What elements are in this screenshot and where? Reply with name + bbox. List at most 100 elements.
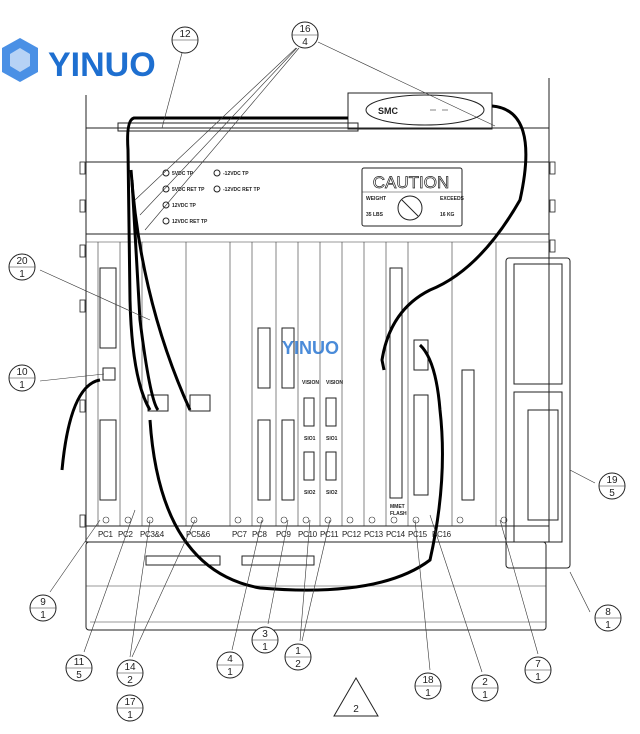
test-point-label: -12VDC TP — [223, 171, 249, 177]
balloon-quantity: 1 — [19, 380, 25, 391]
sio2-label: SIO2 — [326, 490, 338, 496]
balloon-item-number: 2 — [482, 677, 488, 688]
balloon-quantity: 1 — [425, 688, 431, 699]
item-balloon: 91 — [29, 594, 57, 622]
slot-label: PC14 — [386, 530, 406, 539]
item-balloon: 81 — [594, 604, 622, 632]
card-screw — [324, 516, 332, 524]
vision-label: VISION — [302, 380, 319, 386]
item-balloon: 101 — [8, 364, 36, 392]
test-points: 5VDC TP 5VDC RET TP 12VDC TP 12VDC RET T… — [162, 169, 261, 225]
balloon-quantity: 1 — [227, 667, 233, 678]
balloon-item-number: 11 — [74, 657, 85, 668]
item-balloon: 195 — [598, 472, 626, 500]
card-screw — [280, 516, 288, 524]
card-screw — [146, 516, 154, 524]
smc-brand-text: SMC — [378, 106, 399, 116]
balloon-quantity: 1 — [535, 672, 541, 683]
revision-number: 2 — [353, 704, 359, 715]
slot-label: PC12 — [342, 530, 362, 539]
test-point-label: 5VDC TP — [172, 171, 194, 177]
balloon-item-number: 9 — [40, 597, 46, 608]
balloon-quantity: 4 — [302, 37, 308, 48]
slot-label: PC10 — [298, 530, 318, 539]
card-cage — [86, 241, 549, 526]
caution-lbs: 35 LBS — [366, 212, 384, 218]
card-screw — [124, 516, 132, 524]
balloon-quantity: 1 — [482, 690, 488, 701]
slot-label: PC7 — [232, 530, 248, 539]
balloon-quantity: 1 — [40, 610, 46, 621]
yinuo-logo: YINUO — [2, 38, 156, 84]
balloon-item-number: 10 — [16, 367, 28, 378]
balloon-item-number: 7 — [535, 659, 541, 670]
item-balloon: 21 — [471, 674, 499, 702]
card-screw — [456, 516, 464, 524]
slot-label: PC5&6 — [186, 530, 211, 539]
balloon-quantity: 5 — [76, 670, 82, 681]
slot-label: PC3&4 — [140, 530, 165, 539]
caution-label: CAUTION WEIGHT EXCEEDS 35 LBS 16 KG — [361, 167, 465, 227]
smc-controller-label: SMC — [347, 92, 493, 130]
item-balloon: 171 — [116, 694, 144, 722]
balloon-item-number: 8 — [605, 607, 611, 618]
card-screw — [368, 516, 376, 524]
test-point-label: 12VDC TP — [172, 203, 197, 209]
card-screw — [190, 516, 198, 524]
balloon-quantity: 2 — [295, 659, 301, 670]
test-point-label: 12VDC RET TP — [172, 219, 208, 225]
item-balloon: 41 — [216, 651, 244, 679]
caution-exceeds: EXCEEDS — [440, 196, 465, 202]
test-point-label: -12VDC RET TP — [223, 187, 261, 193]
balloon-item-number: 1 — [295, 646, 301, 657]
card-screw — [302, 516, 310, 524]
sio2-label: SIO2 — [304, 490, 316, 496]
card-screw — [346, 516, 354, 524]
item-balloon: 12 — [171, 26, 199, 54]
sio1-label: SIO1 — [326, 436, 338, 442]
watermark-text: YINUO — [282, 338, 339, 358]
item-balloon: 31 — [251, 626, 279, 654]
mmet-label: MMET — [390, 504, 405, 510]
card-screw — [500, 516, 508, 524]
balloon-item-number: 18 — [422, 675, 434, 686]
balloon-quantity: 5 — [609, 488, 615, 499]
balloon-item-number: 4 — [227, 654, 233, 665]
balloon-quantity: 1 — [127, 710, 133, 721]
item-balloon: 164 — [291, 21, 319, 49]
card-screw — [390, 516, 398, 524]
flash-label: FLASH — [390, 511, 407, 517]
slot-label: PC9 — [276, 530, 292, 539]
balloon-item-number: 3 — [262, 629, 268, 640]
card-screw — [102, 516, 110, 524]
balloon-item-number: 16 — [299, 24, 311, 35]
slot-label: PC15 — [408, 530, 428, 539]
chassis-frame — [79, 78, 556, 631]
cables — [60, 104, 528, 592]
item-balloon: 181 — [414, 672, 442, 700]
item-balloon: 142 — [116, 659, 144, 687]
balloon-quantity: 2 — [127, 675, 133, 686]
card-details: VISION VISION SIO1 SIO1 SIO2 SIO2 MMET F… — [99, 257, 571, 569]
leader-lines — [39, 41, 596, 673]
slot-label: PC11 — [320, 530, 339, 539]
test-point-label: 5VDC RET TP — [172, 187, 205, 193]
balloon-quantity: 1 — [19, 269, 25, 280]
caution-weight: WEIGHT — [366, 196, 386, 202]
item-balloon: 115 — [65, 654, 93, 682]
item-balloon: 12 — [284, 643, 312, 671]
card-screw — [412, 516, 420, 524]
balloon-quantity: 1 — [262, 642, 268, 653]
item-balloon: 201 — [8, 253, 36, 281]
slot-label: PC13 — [364, 530, 384, 539]
logo-text: YINUO — [48, 46, 156, 84]
card-screw — [234, 516, 242, 524]
vision-label: VISION — [326, 380, 343, 386]
balloon-item-number: 19 — [606, 475, 618, 486]
balloon-item-number: 20 — [16, 256, 28, 267]
slot-label: PC1 — [98, 530, 114, 539]
sio1-label: SIO1 — [304, 436, 316, 442]
